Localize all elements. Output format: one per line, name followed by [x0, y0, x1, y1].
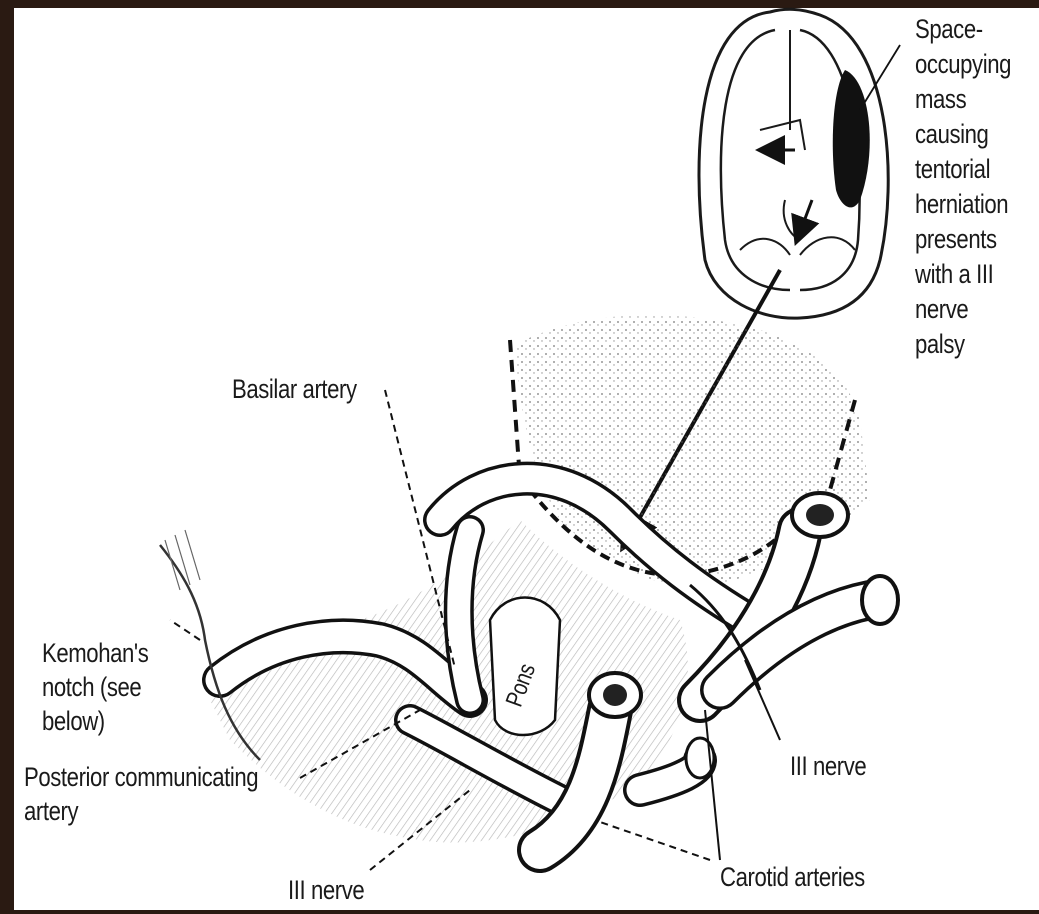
leader-carotid: [600, 822, 710, 860]
leader-kernohans: [170, 620, 200, 640]
carotid-lumen-back: [862, 576, 898, 624]
carotid-lumen-right-inner: [806, 504, 834, 526]
mass-lesion: [833, 70, 870, 207]
kernohans-notch-label: Kemohan's notch (see below): [42, 636, 148, 738]
leader-carotid-solid: [705, 710, 720, 860]
iii-nerve-bottom-label: III nerve: [288, 873, 364, 907]
mass-note-label: Space- occupying mass causing tentorial …: [915, 12, 1017, 362]
carotid-lumen-front-inner: [603, 684, 627, 706]
carotid-arteries-label: Carotid arteries: [720, 860, 865, 894]
basilar-vessel: [459, 530, 470, 700]
basilar-artery-label: Basilar artery: [232, 372, 357, 406]
iii-nerve-right-label: III nerve: [790, 749, 866, 783]
posterior-communicating-label: Posterior communicating artery: [24, 760, 258, 828]
inset-herniation-arrow: [800, 200, 812, 232]
